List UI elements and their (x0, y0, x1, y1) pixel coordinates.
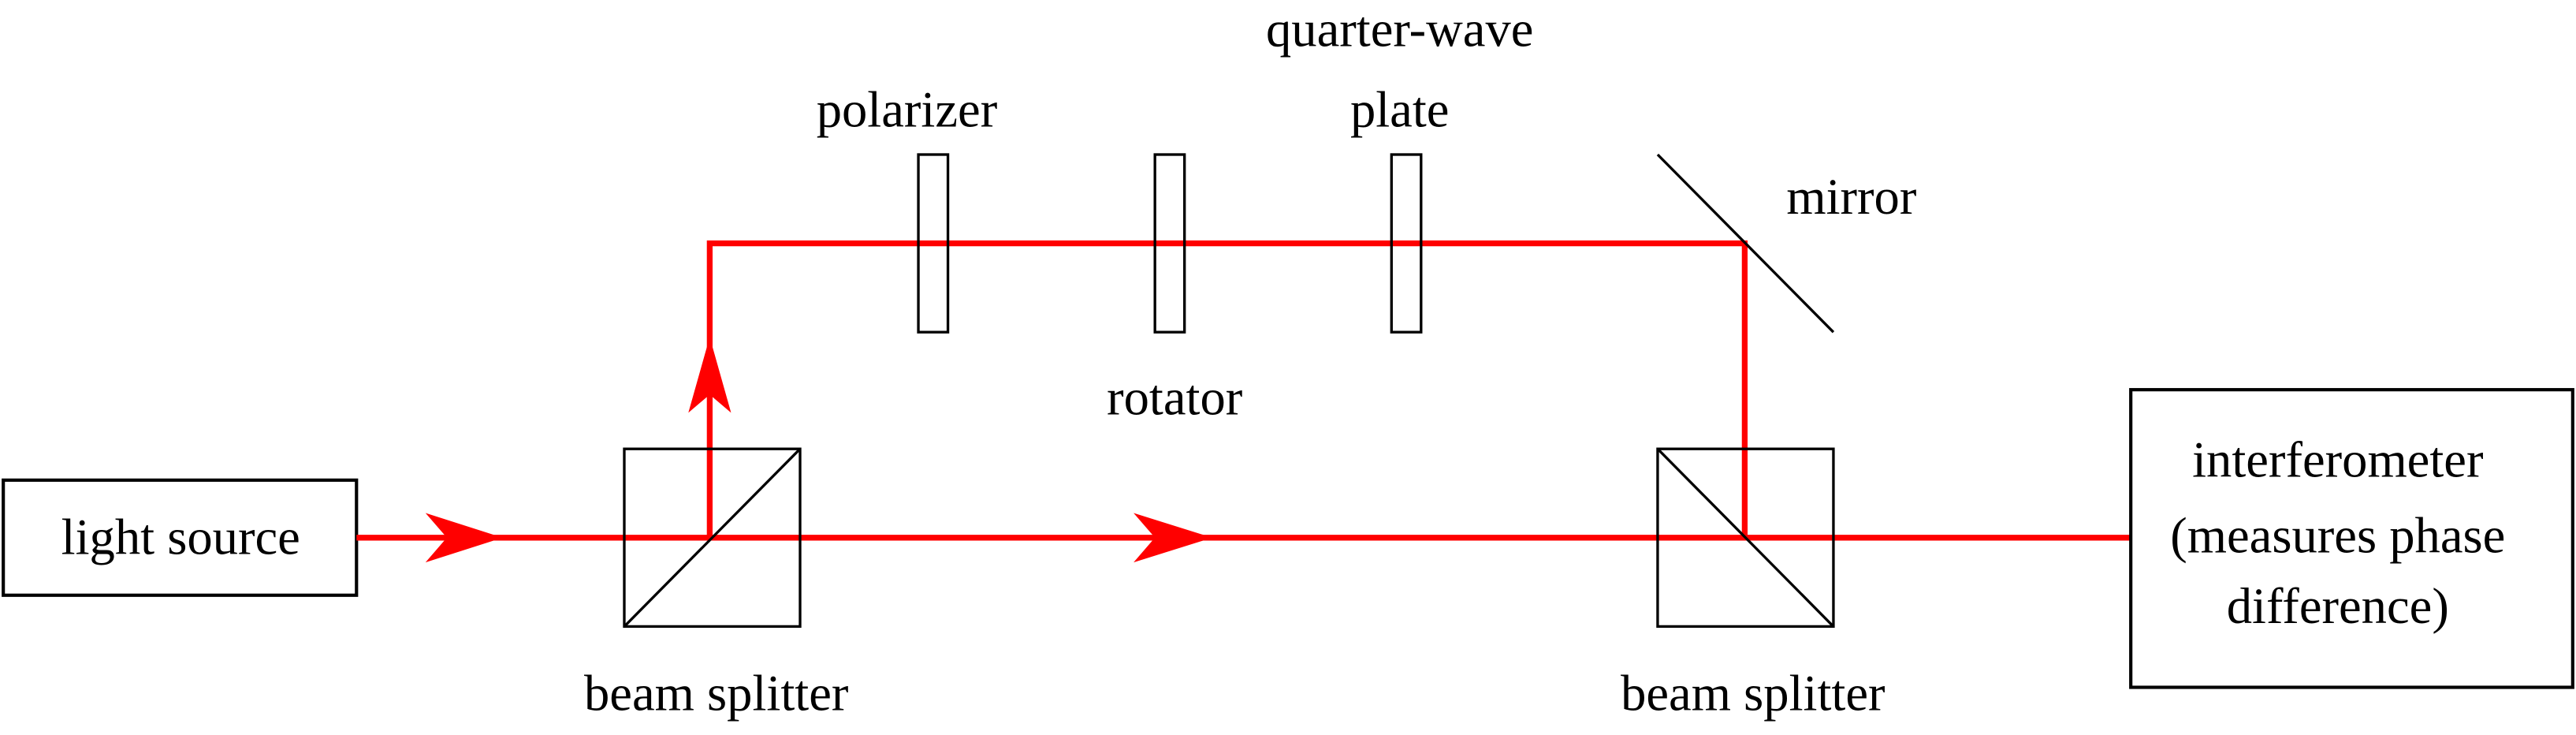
interferometer-label: interferometer (2192, 431, 2483, 488)
mirror (1656, 153, 1835, 334)
interferometer-box: interferometer (measures phase differenc… (2129, 388, 2574, 689)
arrow-right-icon (425, 513, 503, 563)
quarter-wave-label: quarter-wave (1266, 0, 1533, 57)
mirror-label: mirror (1786, 168, 1916, 225)
beam-splitter-1 (623, 447, 802, 629)
beam-splitter-2-label: beam splitter (1621, 665, 1885, 722)
polarizer-plate (917, 153, 950, 334)
light-source-box: light source (2, 478, 359, 597)
beam-splitter-1-label: beam splitter (584, 665, 848, 722)
quarter-wave-plate (1390, 153, 1423, 334)
interferometer-label-3: difference) (2227, 577, 2449, 635)
light-source-label: light source (61, 509, 300, 565)
interferometer-label-2: (measures phase (2170, 507, 2505, 565)
rotator-plate (1153, 153, 1186, 334)
plate-label: plate (1350, 81, 1450, 138)
polarizer-label: polarizer (817, 81, 998, 138)
arrow-right-icon (1134, 513, 1213, 563)
beam-splitter-2 (1656, 447, 1835, 629)
rotator-label: rotator (1107, 368, 1242, 425)
arrow-up-icon (688, 337, 731, 413)
